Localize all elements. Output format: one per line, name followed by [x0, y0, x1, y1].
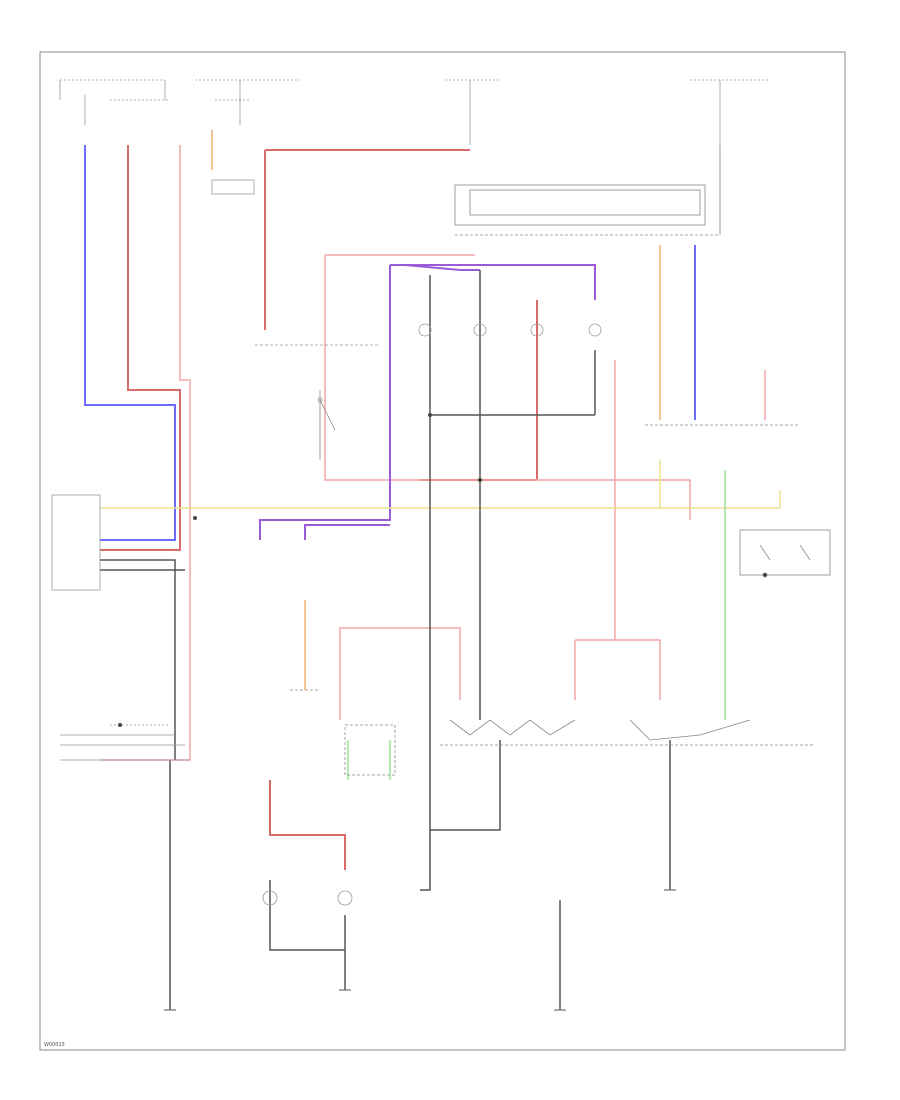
wire-purple — [259, 264, 596, 540]
switch-right — [290, 689, 815, 776]
wire-yellow — [100, 460, 781, 509]
connector-left — [51, 494, 190, 761]
junction-dots — [118, 413, 482, 727]
wire-pink — [100, 145, 766, 761]
lamp-pair-bottom — [262, 890, 353, 906]
wire-blue — [84, 145, 696, 541]
fuse-block-right — [445, 79, 770, 145]
wire-gray — [100, 270, 671, 1010]
fuse-block-left — [59, 79, 170, 125]
wire-green — [347, 470, 726, 780]
footer-id: W00015 — [44, 1042, 65, 1048]
wire-orange — [211, 130, 661, 690]
fuse-block-mid — [195, 79, 300, 195]
ground-symbols — [164, 889, 676, 1011]
relay-module — [645, 424, 831, 578]
indicator-bulb-row — [255, 323, 602, 346]
control-unit — [454, 145, 721, 236]
diagram-frame — [39, 51, 846, 1051]
seat-belt-switch — [317, 390, 336, 460]
